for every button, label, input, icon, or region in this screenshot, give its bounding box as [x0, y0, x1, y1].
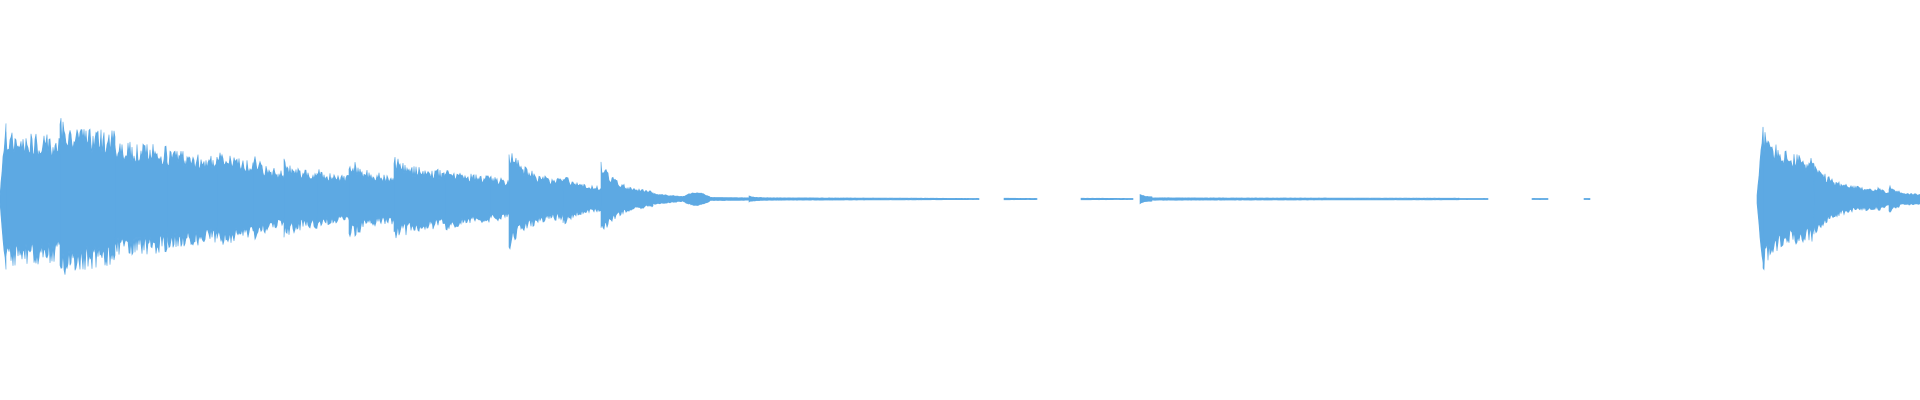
waveform-segment [166, 150, 218, 249]
waveform-segment [1139, 194, 1153, 205]
waveform-segment [252, 156, 285, 241]
waveform-segment [1003, 197, 1038, 201]
waveform-segment [1531, 197, 1549, 201]
waveform-segment [748, 195, 769, 203]
waveform-segment [5, 131, 61, 266]
waveform-segment [1080, 197, 1134, 201]
waveform-segment [393, 156, 446, 239]
waveform-segment [444, 170, 491, 231]
waveform-segment [1813, 165, 1879, 234]
waveform-segment [681, 192, 711, 206]
waveform-segment [652, 193, 683, 205]
waveform-segment [600, 161, 654, 231]
waveform-segment [508, 153, 564, 250]
waveform-segment [1151, 197, 1460, 201]
waveform-segment [283, 158, 318, 238]
waveform-segment [709, 196, 750, 202]
waveform-segment [1458, 197, 1489, 201]
waveform-segment [1756, 127, 1764, 263]
waveform-segment [1888, 184, 1920, 213]
waveform-segment [1583, 198, 1591, 201]
waveform-segment [59, 118, 116, 275]
waveform-segment [1762, 126, 1815, 271]
waveform-segment [863, 197, 980, 201]
waveform-segment [348, 162, 395, 238]
waveform-segment [1877, 186, 1890, 211]
waveform-segment [114, 141, 168, 256]
waveform-segment [0, 123, 7, 270]
waveform-segment [216, 152, 254, 245]
waveform-segment [767, 197, 865, 201]
waveform-segment [562, 176, 602, 225]
waveform-segment [489, 175, 510, 222]
waveform-segment [316, 169, 350, 228]
